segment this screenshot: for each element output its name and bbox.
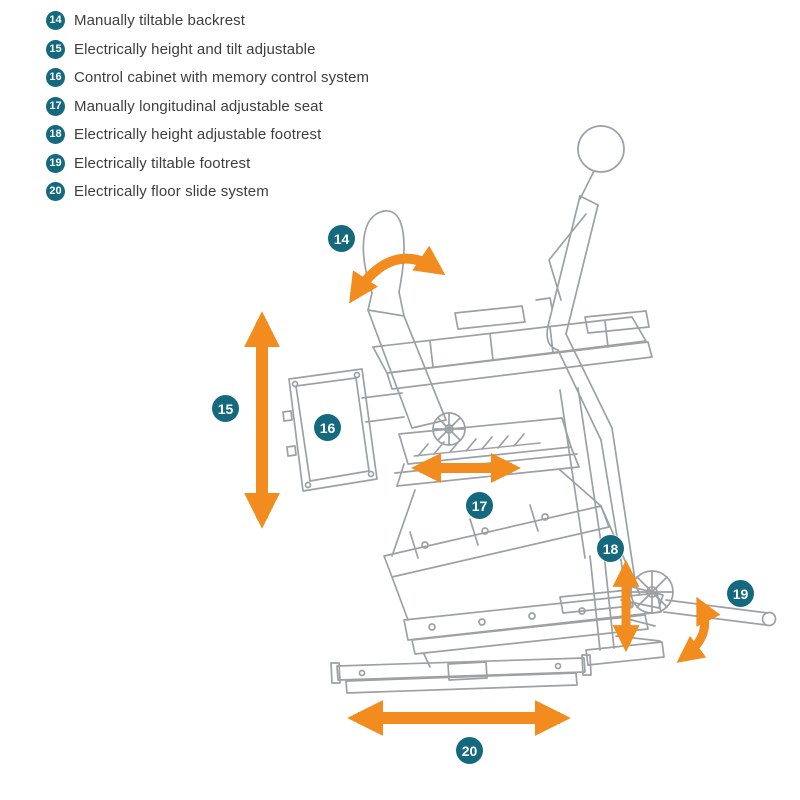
diagram-badge-17: 17 — [466, 492, 493, 519]
floor-slide-rails — [330, 654, 592, 694]
legend-badge-14: 14 — [46, 11, 65, 30]
legend: 14 Manually tiltable backrest 15 Electri… — [46, 11, 369, 211]
legend-badge-16: 16 — [46, 68, 65, 87]
footrest — [559, 553, 777, 666]
legend-item-14: 14 Manually tiltable backrest — [46, 11, 369, 30]
support-column — [559, 387, 604, 559]
legend-item-16: 16 Control cabinet with memory control s… — [46, 68, 369, 87]
backrest-outline — [362, 210, 466, 446]
legend-label-17: Manually longitudinal adjustable seat — [74, 97, 323, 115]
arrow-footrest-tilt — [676, 596, 721, 663]
diagram-badge-19: 19 — [727, 580, 754, 607]
legend-label-16: Control cabinet with memory control syst… — [74, 69, 370, 86]
legend-item-15: 15 Electrically height and tilt adjustab… — [46, 39, 369, 59]
motion-arrows — [244, 245, 721, 736]
legend-item-17: 17 Manually longitudinal adjustable seat — [46, 96, 369, 116]
diagram-badge-15: 15 — [212, 395, 239, 422]
seat-platform — [372, 297, 653, 390]
legend-badge-17: 17 — [46, 96, 65, 116]
legend-label-19: Electrically tiltable footrest — [74, 154, 251, 172]
legend-item-19: 19 Electrically tiltable footrest — [46, 153, 369, 173]
legend-label-14: Manually tiltable backrest — [74, 12, 246, 29]
diagram-badge-16: 16 — [314, 414, 341, 441]
legend-label-15: Electrically height and tilt adjustable — [74, 40, 316, 58]
legend-item-18: 18 Electrically height adjustable footre… — [46, 125, 369, 144]
diagram-badge-14: 14 — [328, 225, 355, 252]
control-cabinet — [282, 368, 405, 492]
legend-label-20: Electrically floor slide system — [74, 183, 269, 200]
arrow-backrest-tilt — [349, 245, 446, 304]
legend-badge-18: 18 — [46, 125, 65, 144]
diagram-badge-18: 18 — [597, 535, 624, 562]
legend-badge-15: 15 — [46, 39, 65, 59]
legend-badge-19: 19 — [46, 153, 65, 173]
diagram-badge-20: 20 — [456, 737, 483, 764]
legend-item-20: 20 Electrically floor slide system — [46, 182, 369, 201]
legend-label-18: Electrically height adjustable footrest — [74, 126, 322, 143]
legend-badge-20: 20 — [46, 182, 65, 201]
seat-slide — [394, 417, 580, 487]
